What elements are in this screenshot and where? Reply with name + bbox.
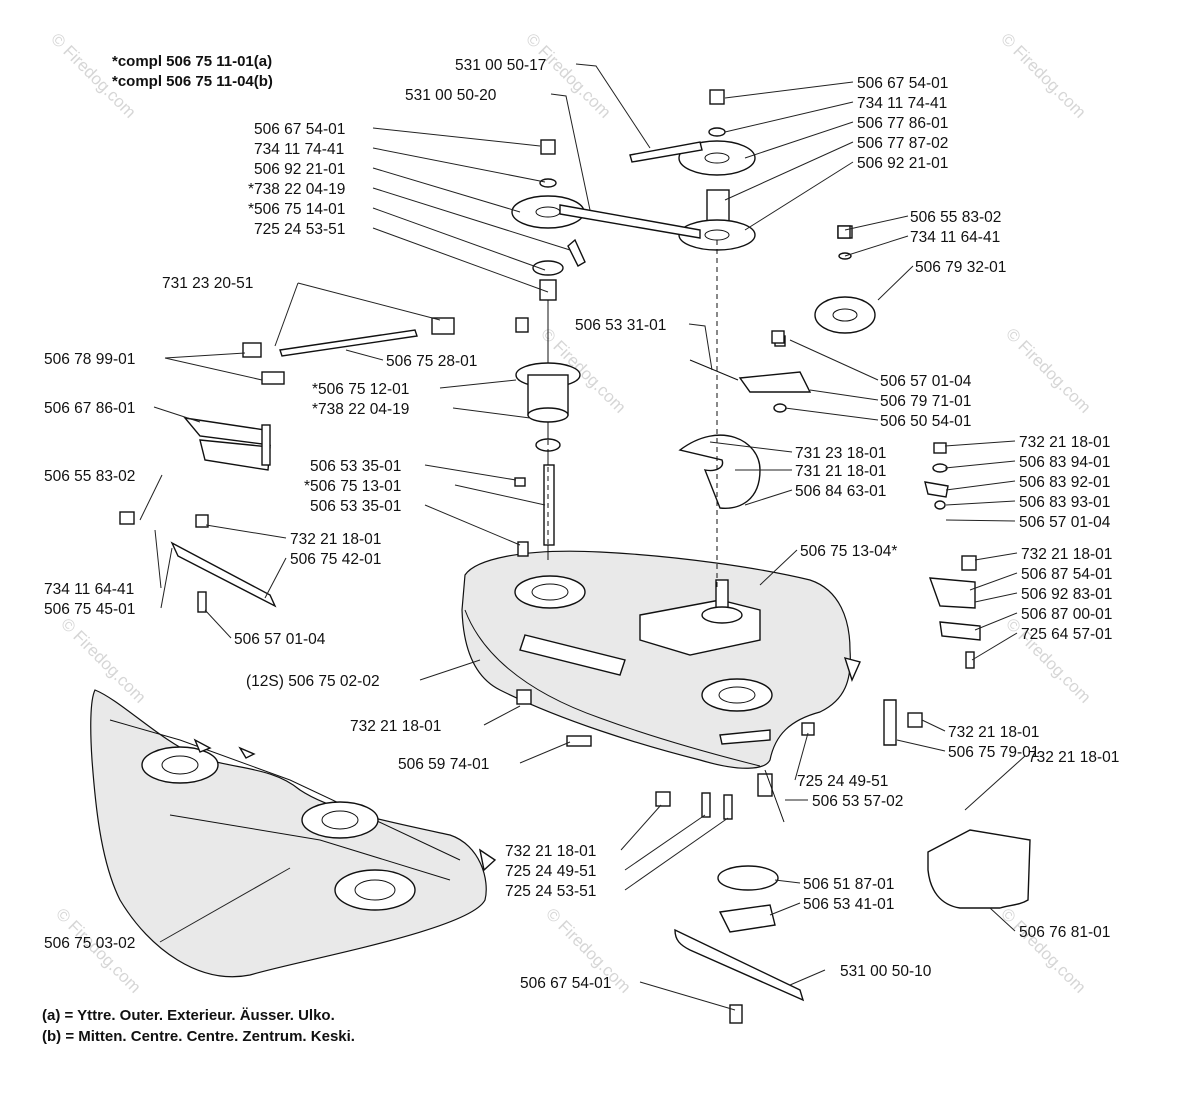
leader-lines: [139, 63, 1026, 1011]
part-label: 732 21 18-01: [1028, 749, 1119, 766]
watermark: © Firedog.com: [1002, 324, 1094, 416]
part-label: 506 83 94-01: [1019, 454, 1110, 471]
part-label: 506 75 45-01: [44, 601, 135, 618]
part-label: 506 92 83-01: [1021, 586, 1112, 603]
part-label: 506 79 32-01: [915, 259, 1006, 276]
part-label: 725 64 57-01: [1021, 626, 1112, 643]
part-label: 506 50 54-01: [880, 413, 971, 430]
part-label: 506 53 57-02: [812, 793, 903, 810]
part-label: 506 57 01-04: [880, 373, 972, 390]
part-label: 725 24 49-51: [505, 863, 596, 880]
part-label: 506 59 74-01: [398, 756, 489, 773]
part-label: 734 11 64-41: [44, 581, 134, 598]
part-label: 506 76 81-01: [1019, 924, 1110, 941]
part-label: *506 75 13-01: [304, 478, 401, 495]
part-label: 506 77 87-02: [857, 135, 948, 152]
part-label: 506 84 63-01: [795, 483, 886, 500]
part-label: 732 21 18-01: [350, 718, 441, 735]
part-label: 506 53 35-01: [310, 458, 401, 475]
part-label: 506 75 79-01: [948, 744, 1039, 761]
part-label: 506 55 83-02: [910, 209, 1001, 226]
part-labels: 531 00 50-17 531 00 50-20 506 67 54-01 7…: [44, 57, 1119, 992]
part-label: *738 22 04-19: [248, 181, 345, 198]
part-label: 731 21 18-01: [795, 463, 886, 480]
part-label: 506 67 54-01: [254, 121, 345, 138]
part-label: (12S) 506 75 02-02: [246, 673, 380, 690]
legend-b: (b) = Mitten. Centre. Centre. Zentrum. K…: [42, 1028, 355, 1045]
part-label: 506 83 93-01: [1019, 494, 1110, 511]
part-label: 725 24 53-51: [505, 883, 596, 900]
part-label: *506 75 14-01: [248, 201, 345, 218]
part-label: 731 23 18-01: [795, 445, 886, 462]
legend-a: (a) = Yttre. Outer. Exterieur. Äusser. U…: [42, 1007, 335, 1024]
part-label: 732 21 18-01: [290, 531, 381, 548]
part-label: 725 24 53-51: [254, 221, 345, 238]
part-label: 506 53 31-01: [575, 317, 666, 334]
part-label: 506 57 01-04: [1019, 514, 1111, 531]
part-label: 506 78 99-01: [44, 351, 135, 368]
part-label: 725 24 49-51: [797, 773, 888, 790]
part-label: 506 67 54-01: [857, 75, 948, 92]
part-label: 506 77 86-01: [857, 115, 948, 132]
part-label: 506 55 83-02: [44, 468, 135, 485]
part-label: 531 00 50-20: [405, 87, 497, 104]
part-label: 506 92 21-01: [254, 161, 345, 178]
watermark: © Firedog.com: [57, 614, 149, 706]
part-label: 732 21 18-01: [1021, 546, 1112, 563]
part-label: 506 67 54-01: [520, 975, 611, 992]
watermark: © Firedog.com: [997, 29, 1089, 121]
part-label: 506 83 92-01: [1019, 474, 1110, 491]
part-label: *738 22 04-19: [312, 401, 409, 418]
part-label: 732 21 18-01: [505, 843, 596, 860]
part-label: 506 92 21-01: [857, 155, 948, 172]
part-label: 732 21 18-01: [948, 724, 1039, 741]
compl-a-label: *compl 506 75 11-01(a): [112, 53, 272, 70]
part-label: 506 51 87-01: [803, 876, 894, 893]
drawing: [90, 89, 1031, 1024]
part-label: 506 87 00-01: [1021, 606, 1112, 623]
part-label: 506 57 01-04: [234, 631, 326, 648]
part-label: 734 11 74-41: [857, 95, 947, 112]
blade: [674, 928, 805, 1002]
watermark: © Firedog.com: [997, 904, 1089, 996]
part-label: *506 75 12-01: [312, 381, 409, 398]
part-label: 506 53 41-01: [803, 896, 894, 913]
part-label: 506 67 86-01: [44, 400, 135, 417]
part-label: 506 75 13-04*: [800, 543, 897, 560]
part-label: 734 11 64-41: [910, 229, 1000, 246]
part-label: 732 21 18-01: [1019, 434, 1110, 451]
part-label: 531 00 50-17: [455, 57, 546, 74]
part-label: 506 53 35-01: [310, 498, 401, 515]
part-label: 506 75 42-01: [290, 551, 381, 568]
part-label: 531 00 50-10: [840, 963, 932, 980]
part-label: 734 11 74-41: [254, 141, 344, 158]
discharge-chute: [927, 829, 1031, 909]
part-label: 506 79 71-01: [880, 393, 971, 410]
part-label: 731 23 20-51: [162, 275, 253, 292]
part-label: 506 75 28-01: [386, 353, 477, 370]
compl-b-label: *compl 506 75 11-04(b): [112, 73, 273, 90]
part-label: 506 75 03-02: [44, 935, 135, 952]
part-label: 506 87 54-01: [1021, 566, 1112, 583]
